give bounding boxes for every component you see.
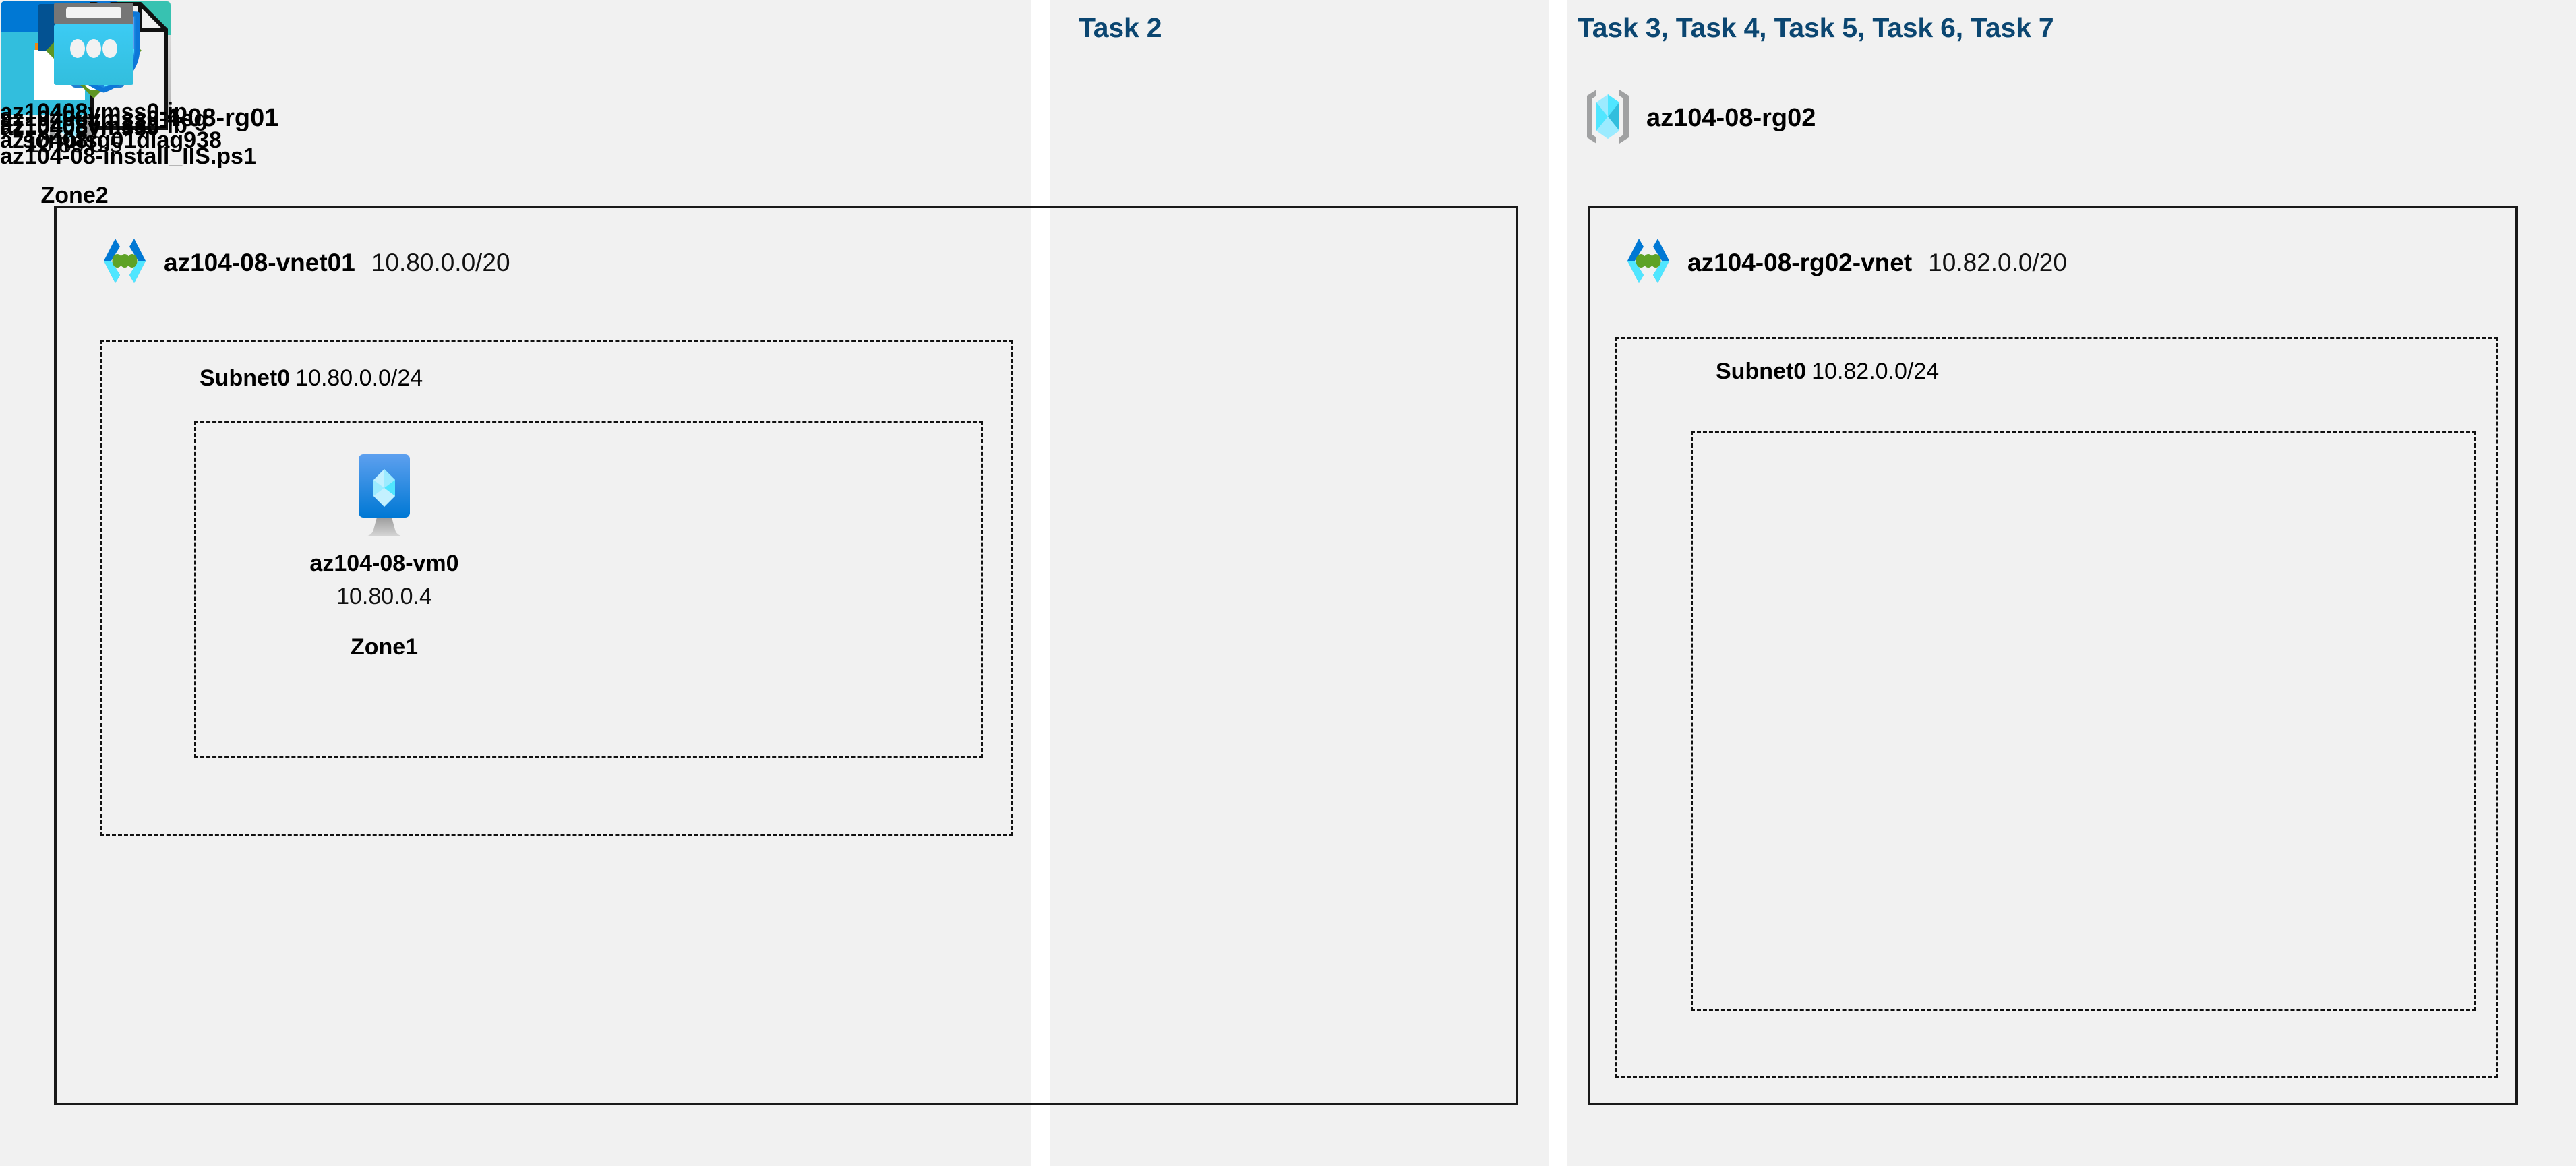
resource-group-icon <box>1584 88 1631 149</box>
storage-account-name: az10408rg01diag938 <box>0 127 222 153</box>
file-name: az104-08-install_IIS.ps1 <box>0 144 256 169</box>
subnet0-right-name: Subnet0 <box>1716 359 1807 384</box>
resource-group-rg02-label: az104-08-rg02 <box>1646 104 1816 132</box>
load-balancer-name: az10408vmss0-lb <box>0 113 187 138</box>
task-2-heading: Task 2 <box>1079 12 1162 43</box>
public-ip-address-icon <box>50 0 138 91</box>
vnet02-boundary <box>1588 206 2518 1105</box>
vnet01-cidr: 10.80.0.0/20 <box>371 248 510 276</box>
subnet0-right-cidr: 10.82.0.0/24 <box>1811 359 1940 384</box>
panel-task-3-to-7 <box>1567 0 2576 1166</box>
vm1-zone: Zone2 <box>40 183 109 208</box>
task-3-to-7-heading: Task 3, Task 4, Task 5, Task 6, Task 7 <box>1578 12 2054 43</box>
vm-scale-set-name: az10408vmss0 <box>0 115 160 141</box>
vnet01-name: az104-08-vnet01 <box>164 248 355 276</box>
virtual-machine-icon <box>348 452 421 543</box>
public-ip-address-node[interactable]: az10408vmss0-ip <box>0 0 187 125</box>
vm0-name: az104-08-vm0 <box>309 551 459 576</box>
vnet01-boundary <box>54 206 1518 1105</box>
virtual-network-icon <box>1621 236 1675 289</box>
virtual-network-icon <box>98 236 152 289</box>
public-ip-address-name: az10408vmss0-ip <box>0 99 187 125</box>
vnet02-name: az104-08-rg02-vnet <box>1687 248 1913 276</box>
vm0-ip: 10.80.0.4 <box>336 584 432 609</box>
resource-group-rg02: az104-08-rg02 <box>1584 88 1816 149</box>
vm1-ip: 10.80.0.5 <box>26 132 123 158</box>
availability-zones-boundary <box>194 421 983 758</box>
subnet0-left-cidr: 10.80.0.0/24 <box>295 365 423 391</box>
vm-node-az104-08-vm0[interactable]: az104-08-vm0 10.80.0.4 Zone1 <box>263 452 506 661</box>
vm0-zone: Zone1 <box>350 634 419 660</box>
blob-container-name: scripts <box>22 127 98 153</box>
subnet0-right-boundary <box>1615 337 2498 1078</box>
panel-task-1 <box>0 0 1031 1166</box>
vmss-resources-boundary <box>1691 431 2476 1011</box>
panel-task-2 <box>1050 0 1549 1166</box>
vnet01-header: az104-08-vnet01 10.80.0.0/20 <box>98 236 510 289</box>
subnet0-left-name: Subnet0 <box>200 365 291 391</box>
subnet0-left-boundary <box>100 340 1013 836</box>
vnet02-header: az104-08-rg02-vnet 10.82.0.0/20 <box>1621 236 2067 289</box>
vnet02-cidr: 10.82.0.0/20 <box>1928 248 2067 276</box>
network-security-group-name: az10408vmss0-nsg <box>0 106 208 131</box>
